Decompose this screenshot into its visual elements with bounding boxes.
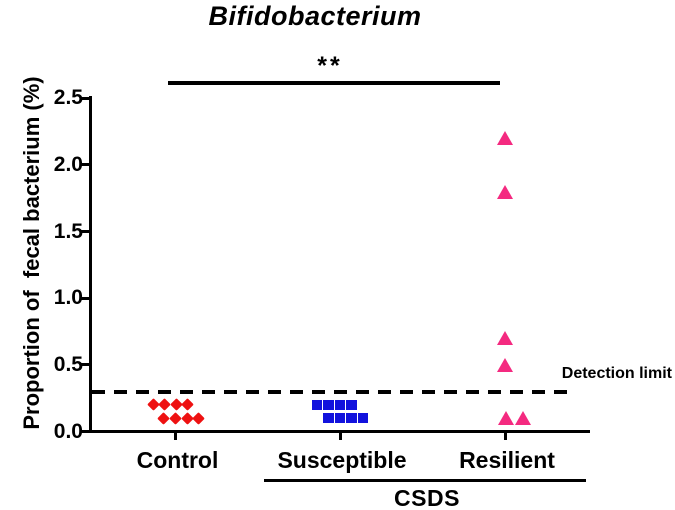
x-axis-line bbox=[89, 430, 590, 434]
resilient-data-point bbox=[497, 411, 514, 426]
susceptible-data-point bbox=[346, 399, 357, 411]
x-tick-mark bbox=[503, 432, 507, 440]
y-tick-label: 2.5 bbox=[53, 86, 83, 110]
significance-asterisks: ** bbox=[317, 52, 343, 80]
resilient-data-point bbox=[497, 331, 513, 346]
y-tick-label: 0.5 bbox=[53, 352, 83, 376]
control-data-point bbox=[169, 398, 183, 412]
y-tick-mark bbox=[81, 430, 90, 433]
susceptible-data-point bbox=[323, 399, 334, 411]
susceptible-data-point bbox=[323, 412, 334, 424]
y-tick-mark bbox=[81, 363, 90, 367]
detection-limit-line bbox=[92, 390, 573, 394]
control-data-point bbox=[192, 411, 205, 425]
y-tick-label: 0.0 bbox=[53, 419, 83, 443]
y-tick-label: 2.0 bbox=[53, 152, 83, 176]
csds-label: CSDS bbox=[394, 485, 460, 510]
x-tick-mark bbox=[338, 432, 342, 440]
control-data-point bbox=[157, 411, 170, 425]
resilient-data-point bbox=[497, 184, 513, 199]
control-data-point bbox=[158, 398, 171, 412]
y-tick-label: 1.0 bbox=[53, 286, 83, 310]
susceptible-data-point bbox=[357, 412, 369, 424]
resilient-data-point bbox=[514, 411, 531, 426]
y-tick-mark bbox=[81, 96, 90, 100]
control-data-point bbox=[181, 398, 194, 412]
control-data-point bbox=[146, 398, 160, 412]
susceptible-data-point bbox=[311, 399, 323, 411]
y-tick-mark bbox=[81, 296, 90, 300]
y-tick-label: 1.5 bbox=[53, 219, 83, 243]
y-axis-line bbox=[89, 96, 93, 433]
y-axis-label: Proportion of fecal bacterium (%) bbox=[19, 76, 44, 430]
susceptible-data-point bbox=[346, 412, 357, 424]
resilient-data-point bbox=[497, 357, 513, 372]
detection-limit-label: Detection limit bbox=[561, 365, 672, 382]
x-tick-mark bbox=[174, 432, 177, 440]
y-tick-mark bbox=[81, 163, 90, 167]
x-group-label: Susceptible bbox=[277, 447, 407, 473]
x-group-label: Control bbox=[136, 447, 219, 473]
chart-title: Bifidobacterium bbox=[208, 1, 422, 31]
csds-bracket-line bbox=[264, 479, 586, 483]
resilient-data-point bbox=[497, 131, 513, 146]
y-tick-mark bbox=[81, 230, 90, 233]
susceptible-data-point bbox=[334, 399, 346, 411]
susceptible-data-point bbox=[334, 412, 346, 424]
significance-bar bbox=[168, 81, 500, 85]
x-group-label: Resilient bbox=[459, 447, 555, 473]
control-data-point bbox=[169, 411, 182, 425]
